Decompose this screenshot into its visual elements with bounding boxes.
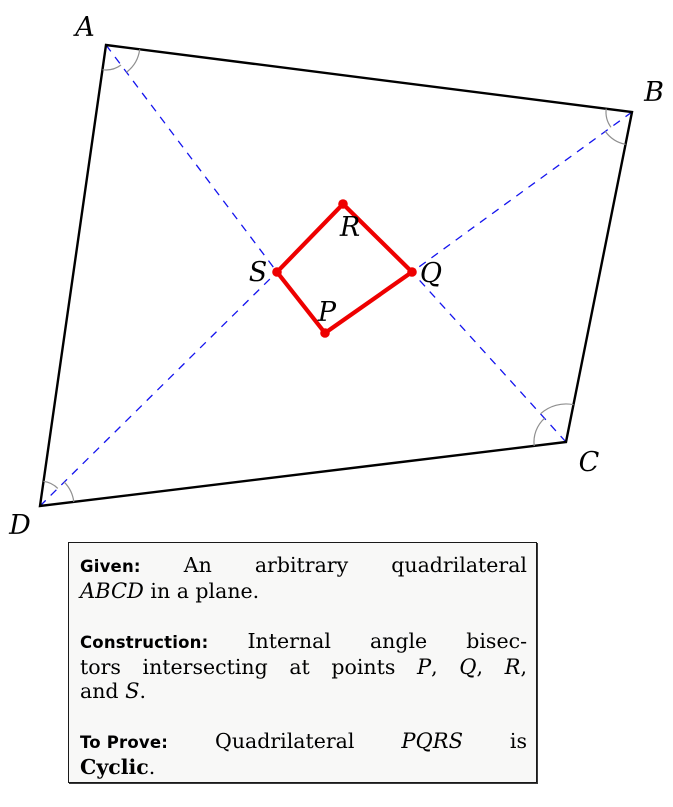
- statement-line: To Prove: Quadrilateral PQRS is: [80, 729, 527, 755]
- text-segment: tors intersecting at points: [80, 655, 417, 679]
- statement-line: Given: An arbitrary quadrilateral: [80, 553, 527, 579]
- text-segment: ,: [476, 655, 505, 679]
- text-segment: Construction:: [80, 633, 209, 652]
- vertex-label-D: D: [8, 510, 31, 540]
- angle-bisector-A: [105, 44, 278, 273]
- text-segment: ,: [520, 655, 527, 679]
- text-segment: Internal angle bisec-: [208, 629, 527, 653]
- vertex-label-R: R: [339, 212, 360, 243]
- vertex-dot-P: [320, 328, 330, 338]
- statement-paragraph-1: Construction: Internal angle bisec-tors …: [80, 629, 527, 703]
- vertex-dot-Q: [407, 267, 417, 277]
- statement-line: Cyclic.: [80, 755, 527, 779]
- text-segment: in a plane.: [143, 579, 260, 603]
- angle-arc-A-2: [126, 49, 141, 73]
- angle-arc-D-2: [63, 481, 75, 502]
- vertex-label-Q: Q: [420, 258, 442, 289]
- text-segment: and: [80, 679, 126, 703]
- vertex-label-B: B: [643, 77, 664, 108]
- vertex-label-P: P: [317, 297, 337, 328]
- angle-arc-D-1: [43, 480, 59, 489]
- angle-bisector-D: [39, 271, 278, 507]
- text-segment: .: [139, 679, 146, 703]
- vertex-label-A: A: [72, 12, 95, 43]
- vertex-label-C: C: [579, 447, 600, 478]
- text-segment: P: [417, 655, 432, 679]
- text-segment: ABCD: [80, 579, 144, 603]
- text-segment: S: [125, 679, 140, 703]
- statement-line: ABCD in a plane.: [80, 579, 527, 603]
- text-segment: Quadrilateral: [168, 729, 402, 753]
- geometry-diagram: A B C D P Q R S: [8, 12, 664, 540]
- text-segment: PQRS: [401, 729, 463, 753]
- text-segment: To Prove:: [80, 733, 169, 752]
- text-segment: Cyclic: [80, 755, 149, 779]
- angle-bisector-B: [411, 111, 633, 273]
- text-segment: .: [148, 755, 156, 779]
- outer-quadrilateral-ABCD: [38, 43, 634, 508]
- vertex-dot-R: [338, 199, 348, 209]
- text-segment: is: [462, 729, 528, 753]
- angle-arc-B-1: [605, 108, 612, 128]
- angle-arc-B-2: [604, 131, 626, 145]
- vertex-label-S: S: [249, 257, 268, 288]
- text-segment: ,: [431, 655, 460, 679]
- statement-line: tors intersecting at points P, Q, R,: [80, 655, 527, 679]
- statement-line: Construction: Internal angle bisec-: [80, 629, 527, 655]
- text-segment: R: [504, 655, 521, 679]
- angle-arc-A-1: [102, 64, 122, 71]
- vertex-dot-S: [272, 267, 282, 277]
- text-segment: Given:: [80, 557, 141, 576]
- text-segment: An arbitrary quadrilateral: [140, 553, 527, 577]
- angle-bisector-C: [411, 271, 567, 443]
- statement-line: and S.: [80, 679, 527, 703]
- text-segment: Q: [459, 655, 477, 679]
- angle-arc-C-2: [533, 417, 545, 446]
- angle-arc-C-1: [540, 403, 574, 415]
